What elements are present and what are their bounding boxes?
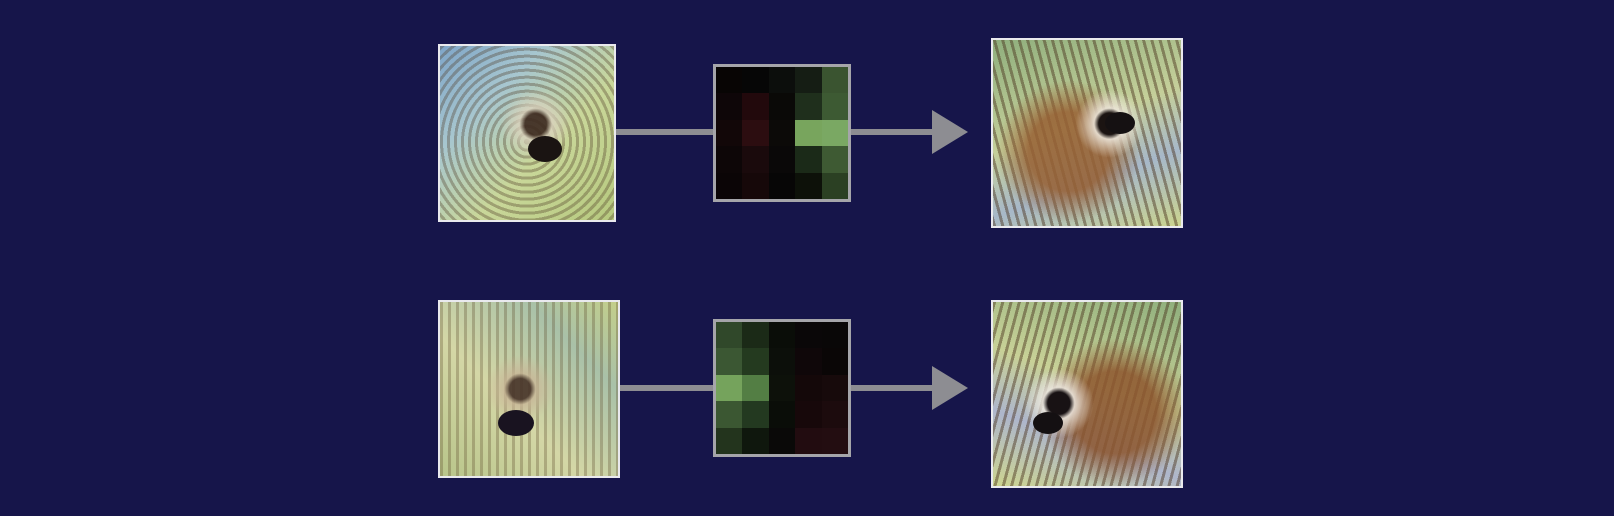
activation-cell [716,322,743,349]
activation-cell [768,322,796,349]
activation-cell [716,348,743,375]
activation-cell [795,348,822,375]
source-image-2 [438,300,620,478]
result-image-1 [991,38,1183,228]
activation-cell [821,322,848,349]
activation-cell [795,146,822,173]
activation-cell [768,401,796,428]
activation-cell [795,67,822,94]
activation-cell [742,119,769,147]
activation-cell [768,119,796,147]
activation-cell [716,146,743,173]
connector-line-2b [851,385,937,391]
activation-cell [742,93,769,120]
activation-cell [795,119,822,147]
connector-line-1a [616,129,714,135]
source-image-1 [438,44,616,222]
result-image-2 [991,300,1183,488]
activation-cell [768,93,796,120]
activation-cell [742,146,769,173]
activation-cell [742,427,769,454]
activation-cell [795,427,822,454]
activation-cell [768,374,796,402]
activation-cell [716,427,743,454]
activation-cell [716,93,743,120]
arrow-right-icon [932,366,968,410]
activation-cell [768,67,796,94]
activation-cell [716,119,743,147]
activation-cell [821,374,848,402]
activation-cell [821,119,848,147]
activation-cell [716,67,743,94]
activation-cell [821,172,848,199]
activation-grid-2 [713,319,851,457]
arrow-right-icon [932,110,968,154]
activation-cell [795,401,822,428]
activation-cell [821,146,848,173]
activation-cell [716,374,743,402]
activation-cell [768,427,796,454]
activation-grid-1 [713,64,851,202]
activation-cell [742,322,769,349]
activation-cell [742,401,769,428]
activation-cell [742,374,769,402]
activation-cell [795,93,822,120]
activation-cell [742,348,769,375]
activation-cell [716,401,743,428]
activation-cell [716,172,743,199]
activation-cell [742,67,769,94]
activation-cell [821,67,848,94]
activation-cell [768,348,796,375]
activation-cell [821,348,848,375]
activation-cell [768,172,796,199]
connector-line-2a [620,385,714,391]
activation-cell [768,146,796,173]
activation-cell [795,374,822,402]
activation-cell [795,322,822,349]
connector-line-1b [851,129,937,135]
activation-cell [821,93,848,120]
activation-cell [821,427,848,454]
activation-cell [795,172,822,199]
activation-cell [821,401,848,428]
activation-cell [742,172,769,199]
